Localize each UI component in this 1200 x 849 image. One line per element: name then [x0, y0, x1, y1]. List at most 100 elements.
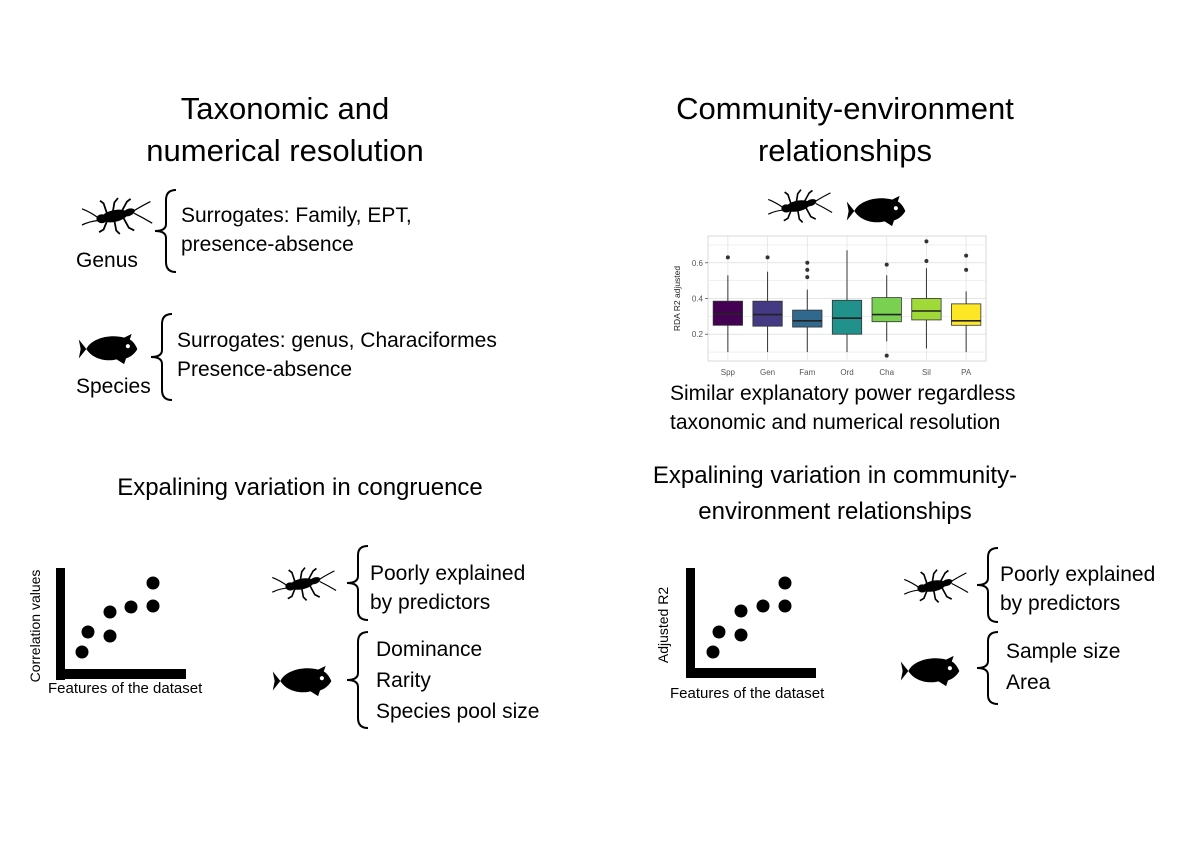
scatter-point — [81, 625, 95, 639]
fish-text-line2: Area — [1006, 671, 1051, 694]
x-tick-label: Gen — [760, 368, 775, 377]
bottom-left-fish-text: Dominance Rarity Species pool size — [376, 634, 539, 727]
scatter-point — [778, 576, 792, 590]
bracket — [346, 545, 369, 621]
scatter-point — [778, 599, 792, 613]
top-left-title-line2: numerical resolution — [146, 133, 424, 168]
genus-surrogates-text: Surrogates: Family, EPT, presence-absenc… — [181, 201, 412, 259]
outlier-point — [964, 267, 969, 272]
species-label: Species — [76, 375, 151, 398]
x-tick-label: Fam — [799, 368, 815, 377]
y-axis-bar — [56, 568, 65, 680]
insect-icon — [903, 568, 969, 604]
species-text-line1: Surrogates: genus, Characiformes — [177, 329, 497, 352]
fish-icon — [78, 333, 138, 365]
correlation-x-label: Features of the dataset — [48, 680, 203, 697]
bracket — [976, 547, 999, 623]
outlier-point — [964, 253, 969, 258]
x-tick-label: Ord — [840, 368, 853, 377]
x-axis-bar — [686, 668, 816, 678]
caption-line2: taxonomic and numerical resolution — [670, 411, 1001, 434]
insect-icon — [271, 566, 337, 602]
bottom-right-title: Expalining variation in community- envir… — [630, 458, 1040, 530]
box-gen — [752, 300, 783, 327]
outlier-point — [884, 262, 889, 267]
outlier-point — [805, 275, 810, 280]
insect-text-line2: by predictors — [370, 591, 491, 614]
bottom-right-fish-text: Sample size Area — [1006, 636, 1120, 698]
y-tick-label: 0.2 — [692, 330, 704, 339]
species-bracket — [150, 313, 173, 401]
outlier-point — [924, 239, 929, 244]
scatter-point — [712, 625, 726, 639]
insect-icon — [81, 197, 154, 235]
box-cha — [871, 297, 902, 323]
scatter-point — [146, 576, 160, 590]
y-tick-label: 0.4 — [692, 295, 704, 304]
bottom-right-title-line2: environment relationships — [698, 498, 972, 525]
adjusted-r2-schematic-plot: Adjusted R2 — [655, 568, 816, 678]
outlier-point — [765, 255, 770, 260]
outlier-point — [884, 353, 889, 358]
insect-icon — [767, 188, 833, 224]
insect-text-line1: Poorly explained — [370, 562, 526, 585]
y-tick-label: 0.6 — [692, 259, 704, 268]
box-fam — [792, 309, 823, 328]
genus-label: Genus — [76, 249, 138, 272]
top-right-title-line2: relationships — [757, 133, 933, 168]
fish-icon — [846, 195, 906, 227]
caption-line1: Similar explanatory power regardless — [670, 382, 1016, 405]
outlier-point — [805, 267, 810, 272]
bracket — [976, 631, 999, 705]
top-right-caption: Similar explanatory power regardless tax… — [670, 379, 1016, 437]
scatter-point — [146, 599, 160, 613]
scatter-point — [756, 599, 770, 613]
box-sil — [911, 298, 942, 321]
genus-text-line1: Surrogates: Family, EPT, — [181, 204, 412, 227]
outlier-point — [805, 260, 810, 265]
top-left-title: Taxonomic and numerical resolution — [135, 88, 435, 172]
scatter-point — [706, 645, 720, 659]
x-tick-label: PA — [961, 368, 972, 377]
fish-text-line1: Dominance — [376, 638, 483, 661]
top-left-title-line1: Taxonomic and — [180, 91, 390, 126]
top-right-title-line1: Community-environment — [676, 91, 1014, 126]
correlation-schematic-plot: Correlation values — [27, 568, 186, 683]
correlation-y-label: Correlation values — [27, 570, 43, 683]
scatter-point — [734, 604, 748, 618]
x-axis-bar — [56, 669, 186, 679]
scatter-point — [103, 605, 117, 619]
x-tick-label: Sil — [922, 368, 931, 377]
fish-icon — [900, 655, 960, 687]
boxplot-boxes — [712, 239, 982, 358]
x-tick-label: Cha — [879, 368, 894, 377]
bottom-right-title-line1: Expalining variation in community- — [652, 462, 1018, 489]
species-text-line2: Presence-absence — [177, 358, 353, 381]
x-tick-label: Spp — [721, 368, 736, 377]
bottom-right-insect-text: Poorly explained by predictors — [1000, 560, 1155, 618]
r2-x-label: Features of the dataset — [670, 685, 825, 702]
genus-bracket — [154, 189, 177, 273]
r2-y-label: Adjusted R2 — [655, 587, 671, 663]
fish-text-line3: Species pool size — [376, 700, 540, 723]
box-pa — [951, 303, 982, 326]
box-ord — [831, 299, 863, 335]
insect-text-line1: Poorly explained — [1000, 563, 1156, 586]
scatter-point — [124, 600, 138, 614]
outlier-point — [725, 255, 730, 260]
scatter-point — [75, 645, 89, 659]
bottom-left-insect-text: Poorly explained by predictors — [370, 559, 525, 617]
genus-text-line2: presence-absence — [181, 233, 354, 256]
fish-text-line1: Sample size — [1006, 640, 1121, 663]
species-surrogates-text: Surrogates: genus, Characiformes Presenc… — [177, 326, 497, 384]
bottom-left-title: Expalining variation in congruence — [117, 474, 483, 501]
bracket — [346, 631, 369, 729]
fish-icon — [272, 665, 332, 697]
y-axis-bar — [686, 568, 695, 678]
y-axis-label: RDA R2 adjusted — [672, 266, 682, 331]
insect-text-line2: by predictors — [1000, 592, 1121, 615]
fish-text-line2: Rarity — [376, 669, 431, 692]
scatter-point — [103, 629, 117, 643]
